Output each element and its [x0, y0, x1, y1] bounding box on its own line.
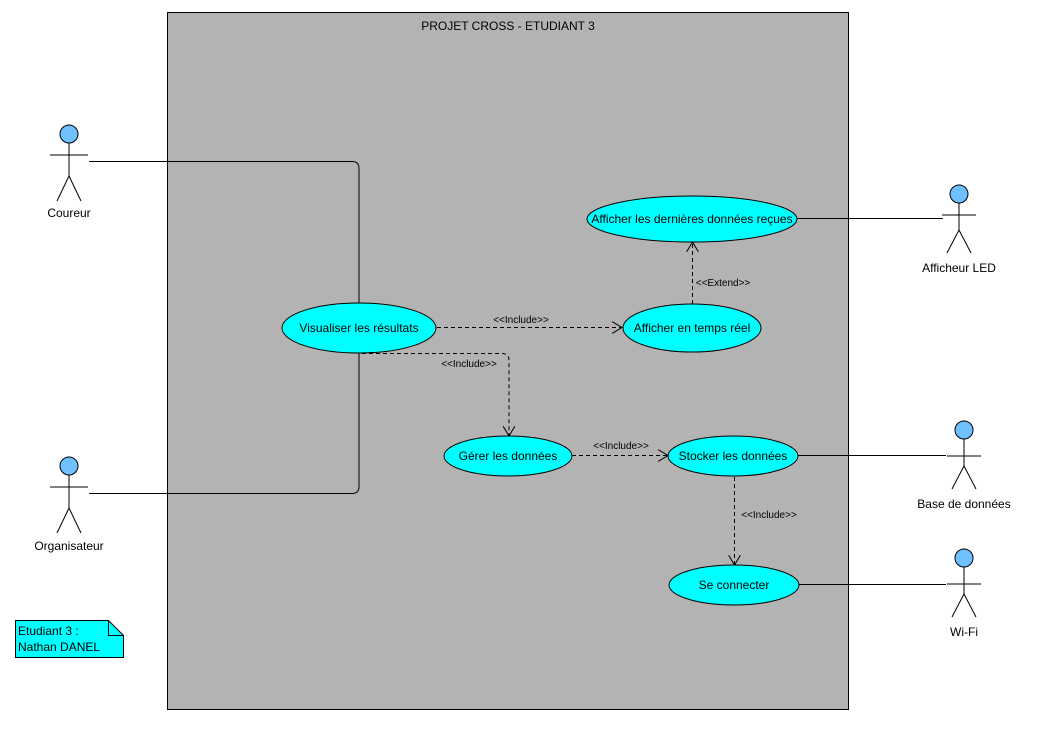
include-label-connecter: <<Include>>	[741, 510, 797, 521]
note-line-1: Etudiant 3 :	[18, 624, 79, 638]
actor-base-donnees-label: Base de données	[917, 497, 1010, 511]
include-arrow-gerer	[362, 353, 509, 437]
use-case-gerer-label: Gérer les données	[459, 449, 558, 463]
association-organisateur-visualiser	[89, 351, 360, 494]
use-case-stocker[interactable]: Stocker les données	[667, 435, 799, 477]
use-case-afficher-dernieres-label: Afficher les dernières données reçues	[591, 212, 792, 226]
use-case-stocker-label: Stocker les données	[679, 449, 788, 463]
extend-label-dernieres: <<Extend>>	[696, 278, 751, 289]
use-case-afficher-dernieres[interactable]: Afficher les dernières données reçues	[586, 195, 798, 243]
use-case-afficher-temps-reel-label: Afficher en temps réel	[634, 321, 751, 335]
note-line-2: Nathan DANEL	[18, 640, 100, 654]
actor-wifi-label: Wi-Fi	[950, 625, 978, 639]
actor-coureur-label: Coureur	[47, 206, 90, 220]
use-case-gerer[interactable]: Gérer les données	[443, 435, 573, 477]
include-label-gerer: <<Include>>	[441, 359, 497, 370]
include-label-stocker: <<Include>>	[593, 441, 649, 452]
actor-wifi[interactable]	[947, 548, 981, 618]
association-coureur-visualiser	[89, 161, 360, 307]
use-case-visualiser[interactable]: Visualiser les résultats	[281, 302, 437, 354]
actor-organisateur-label: Organisateur	[34, 539, 103, 553]
include-label-temps-reel: <<Include>>	[493, 315, 549, 326]
actor-afficheur-led-label: Afficheur LED	[922, 261, 996, 275]
use-case-visualiser-label: Visualiser les résultats	[299, 321, 418, 335]
use-case-connecter[interactable]: Se connecter	[668, 564, 800, 606]
use-case-connecter-label: Se connecter	[699, 578, 770, 592]
actor-base-donnees[interactable]	[947, 420, 981, 490]
system-title: PROJET CROSS - ETUDIANT 3	[421, 19, 595, 33]
actor-organisateur[interactable]	[50, 456, 88, 534]
actor-coureur[interactable]	[50, 124, 88, 202]
note-etudiant[interactable]: Etudiant 3 : Nathan DANEL	[15, 620, 124, 658]
use-case-afficher-temps-reel[interactable]: Afficher en temps réel	[622, 303, 762, 353]
actor-afficheur-led[interactable]	[942, 184, 976, 254]
